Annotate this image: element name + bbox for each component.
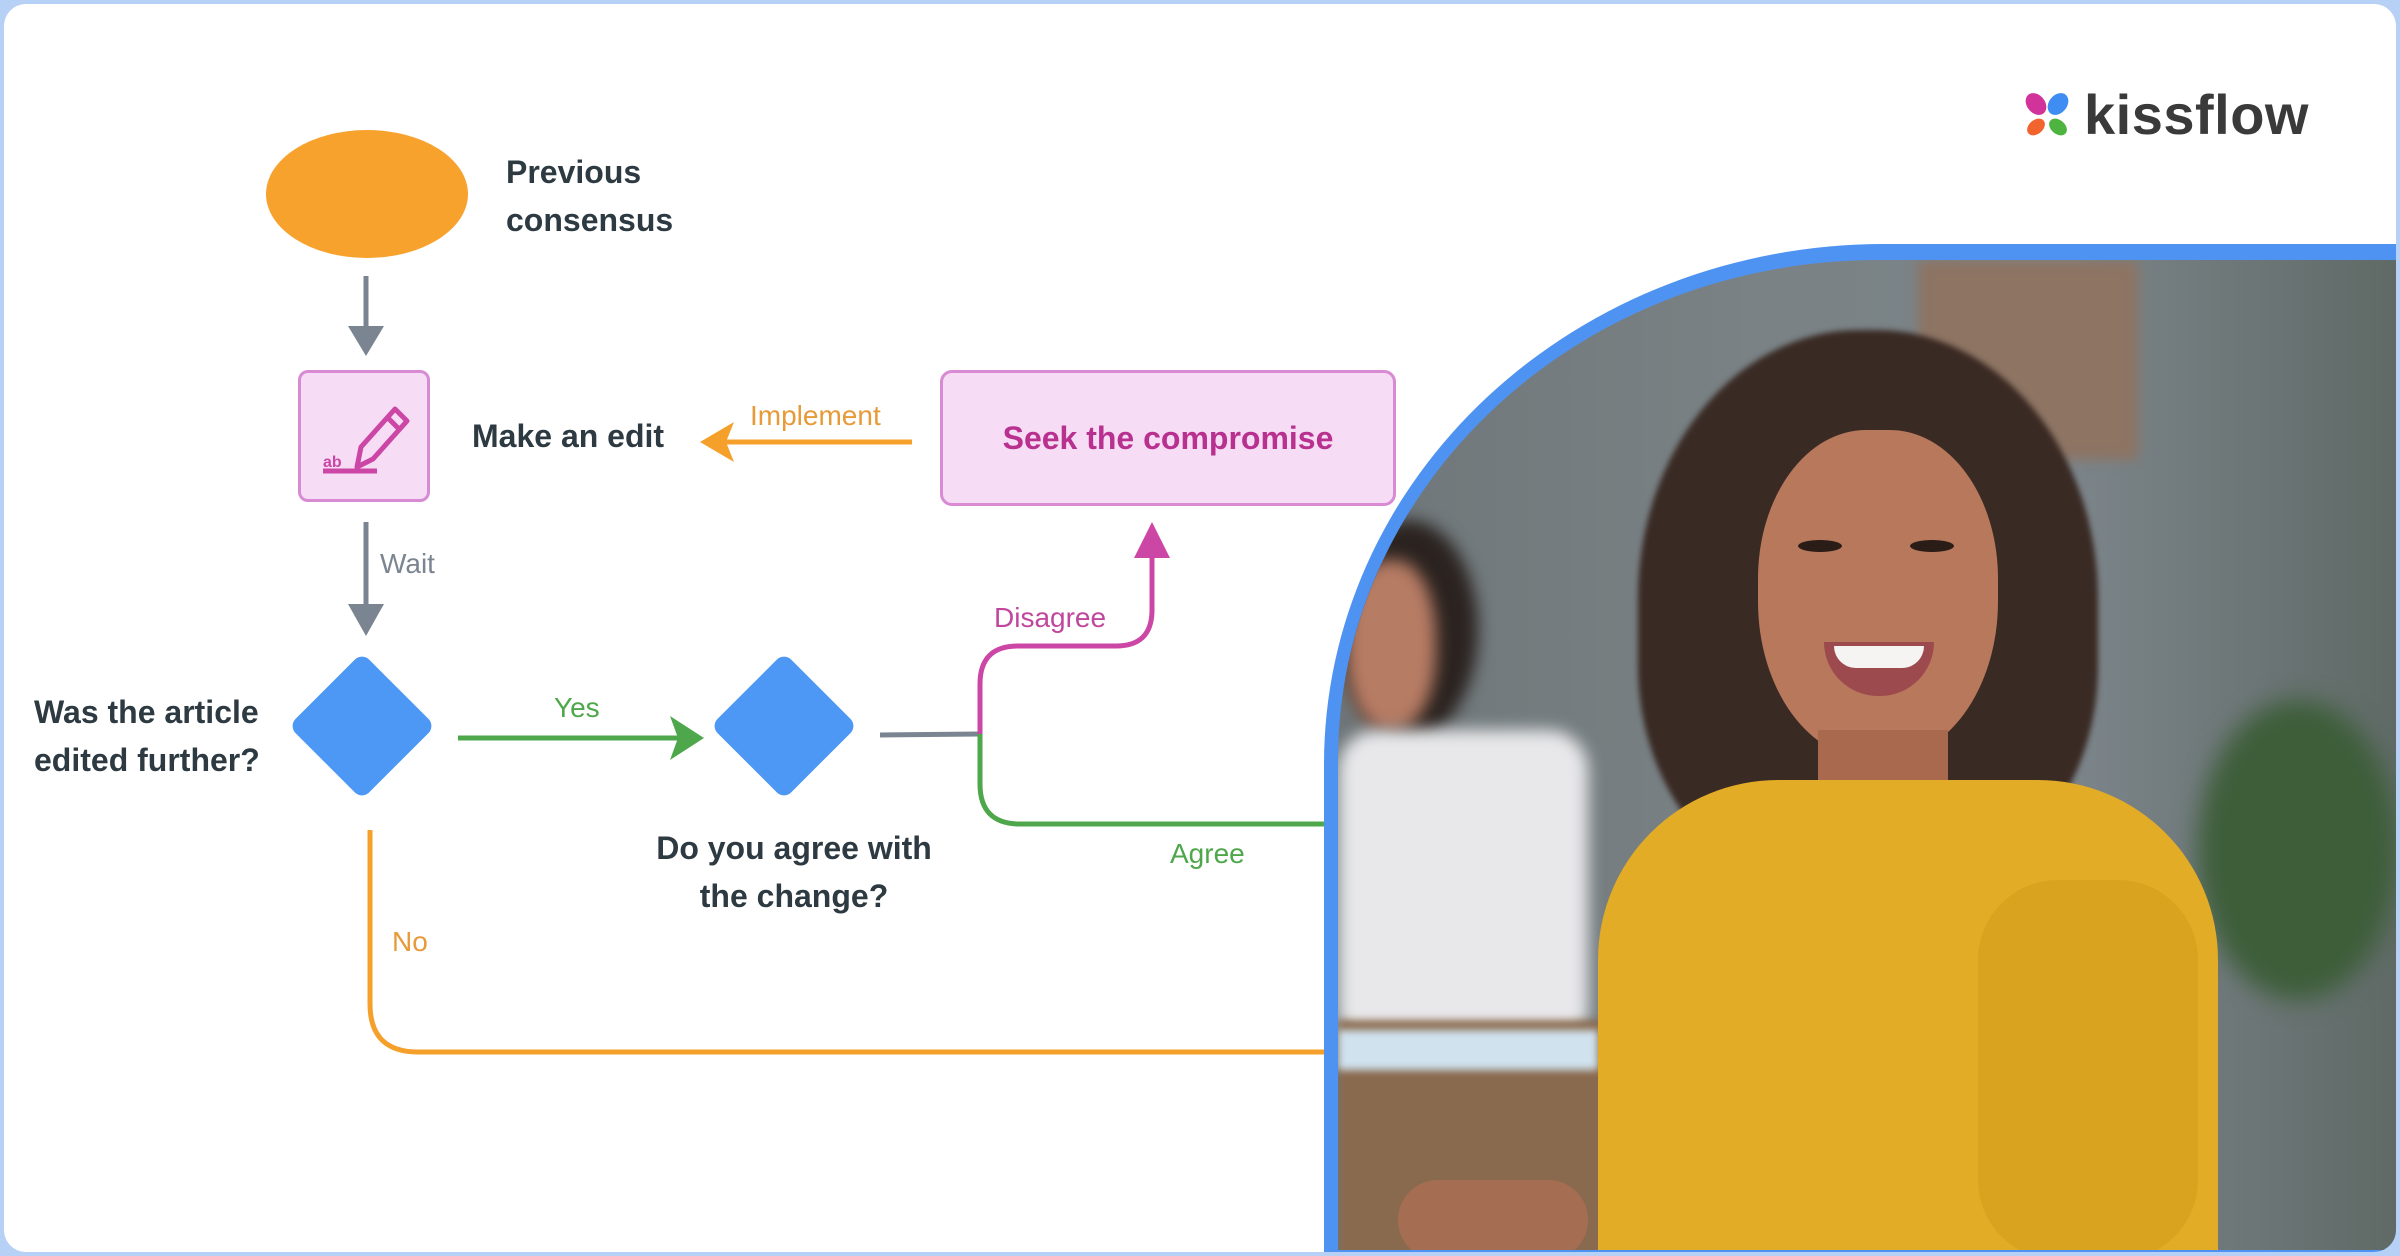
- arrowhead-down-icon: [348, 604, 384, 636]
- diagram-card: Previous consensus ab Make an edit Imple…: [4, 4, 2396, 1252]
- decision-1-line1: Was the article: [34, 694, 259, 730]
- connector-no: [367, 830, 1334, 1055]
- pencil-edit-icon: ab: [323, 406, 410, 474]
- implement-label: Implement: [750, 400, 881, 431]
- agree-label: Agree: [1170, 838, 1245, 869]
- decision-2-line2: the change?: [699, 878, 889, 914]
- kissflow-logo: kissflow: [2024, 82, 2309, 147]
- person-photo: [1338, 260, 2396, 1250]
- arrowhead-left-icon: [700, 422, 734, 462]
- edit-node: ab: [298, 370, 430, 502]
- svg-text:ab: ab: [323, 454, 342, 471]
- decision-2-line1: Do you agree with: [656, 830, 932, 866]
- no-label: No: [392, 926, 428, 957]
- yes-label: Yes: [554, 692, 600, 723]
- connectors-layer: [348, 276, 1334, 1055]
- arrowhead-right-icon: [670, 716, 704, 760]
- decision-1-line2: edited further?: [34, 742, 260, 778]
- logo-wordmark: kissflow: [2084, 83, 2309, 146]
- compromise-node-label: Seek the compromise: [1002, 419, 1334, 456]
- wait-label: Wait: [380, 548, 435, 579]
- start-label-line1: Previous: [506, 154, 642, 190]
- disagree-label: Disagree: [994, 602, 1107, 633]
- start-node: [266, 130, 468, 258]
- connector-agree: [977, 734, 1334, 827]
- connector-decision2: [879, 731, 981, 738]
- start-label-line2: consensus: [506, 202, 674, 238]
- edit-node-label: Make an edit: [472, 418, 665, 454]
- compromise-node: Seek the compromise: [940, 370, 1396, 506]
- arrowhead-down-icon: [348, 326, 384, 356]
- decision-1-label: Was the article edited further?: [34, 688, 260, 784]
- start-node-label: Previous consensus: [506, 148, 673, 244]
- kissflow-petals-icon: [2025, 92, 2069, 135]
- connector-disagree: [977, 544, 1155, 734]
- decision-2-label: Do you agree with the change?: [624, 824, 964, 920]
- arrowhead-up-icon: [1134, 522, 1170, 558]
